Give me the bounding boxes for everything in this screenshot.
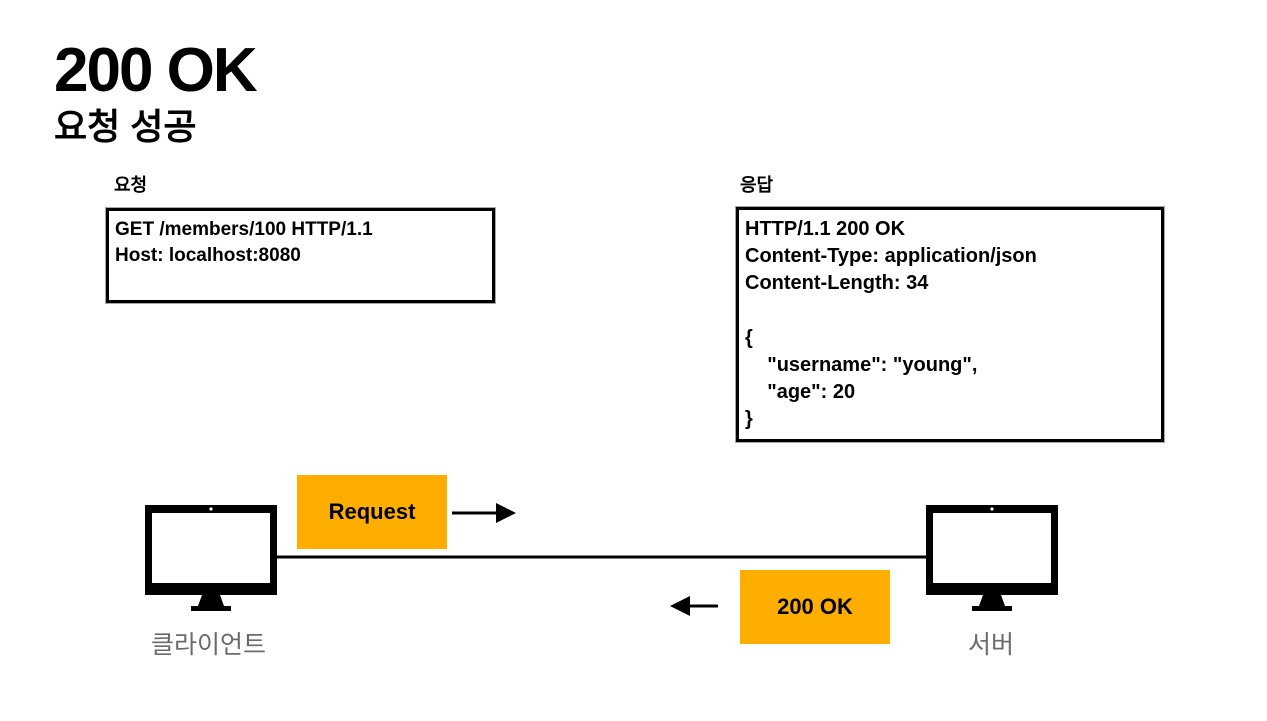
response-content-length-line: Content-Length: 34 [745,272,929,295]
page-subtitle: 요청 성공 [54,106,197,147]
response-label: 응답 [740,175,774,195]
server-monitor-icon [926,505,1058,611]
client-monitor-icon [145,505,277,611]
server-label: 서버 [968,631,1015,659]
client-label: 클라이언트 [151,631,267,659]
response-arrow-icon [670,596,718,616]
response-body-username: "username": "young", [745,354,978,377]
request-host-line: Host: localhost:8080 [115,245,301,266]
response-content-type-line: Content-Type: application/json [745,245,1037,268]
response-status-tag: 200 OK [740,570,890,644]
request-arrow-icon [452,503,516,523]
response-body-age: "age": 20 [745,381,856,404]
response-body-close-brace: } [745,408,753,431]
response-message-box: HTTP/1.1 200 OK Content-Type: applicatio… [736,207,1164,442]
request-tag: Request [297,475,447,549]
request-line: GET /members/100 HTTP/1.1 [115,219,373,240]
page-title: 200 OK [54,36,258,105]
request-label: 요청 [114,175,148,195]
response-body-open-brace: { [745,326,753,349]
request-message-box: GET /members/100 HTTP/1.1 Host: localhos… [106,208,495,303]
response-status-line: HTTP/1.1 200 OK [745,218,906,240]
